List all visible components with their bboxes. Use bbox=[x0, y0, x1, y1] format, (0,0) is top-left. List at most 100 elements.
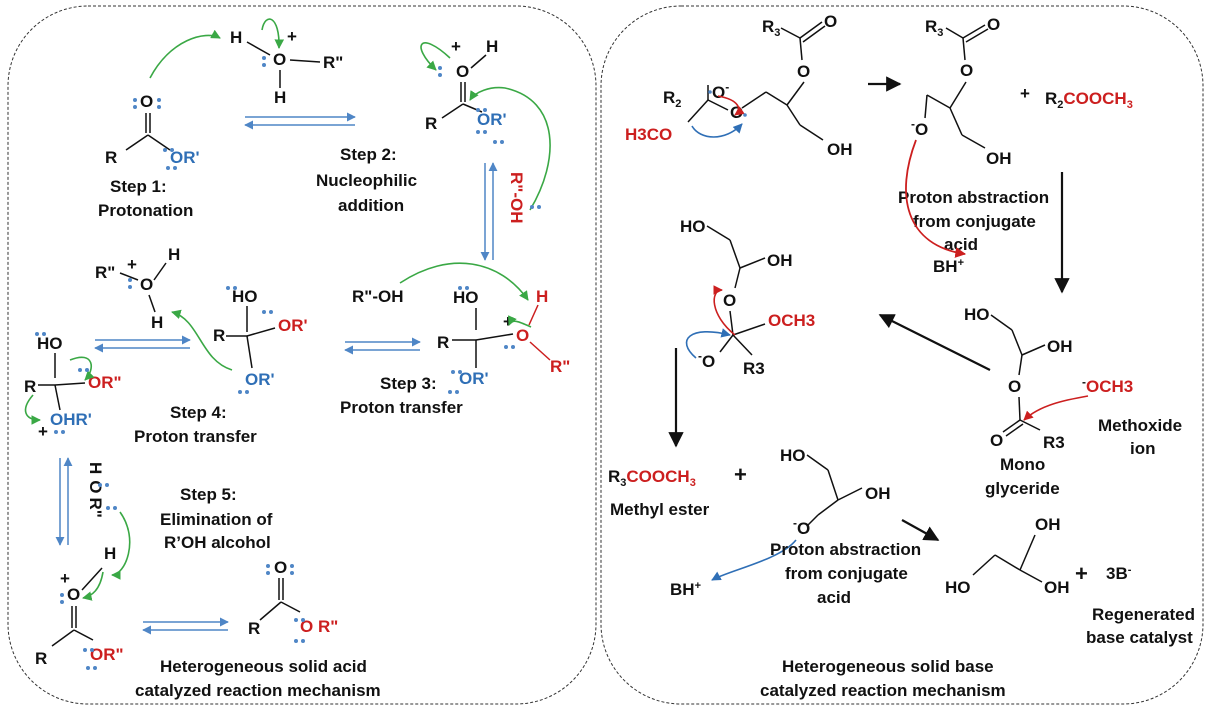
bt-o: O bbox=[723, 291, 736, 310]
base-tetrahedral: HO OH O OCH3 -O R3 bbox=[680, 217, 815, 378]
step5-line1: Elimination of bbox=[160, 510, 273, 529]
ga-ho: HO bbox=[780, 446, 806, 465]
green-arrow-4 bbox=[469, 86, 551, 211]
ti-or1: OR' bbox=[459, 369, 489, 388]
ti-o: O bbox=[516, 326, 529, 345]
methyl-ester-label: Methyl ester bbox=[610, 500, 710, 519]
bh-2: BH+ bbox=[670, 580, 701, 599]
hor-o: O bbox=[86, 480, 105, 493]
base-caption-line2: catalyzed reaction mechanism bbox=[760, 681, 1006, 700]
monoglyceride: HO OH O O R3 bbox=[964, 305, 1073, 452]
pa1-line1: Proton abstraction bbox=[898, 188, 1049, 207]
hydronium-plus: + bbox=[287, 27, 297, 46]
mg-o2: O bbox=[990, 431, 1003, 450]
step1-title: Step 1: bbox=[110, 177, 167, 196]
equilibrium-arrow-5 bbox=[55, 457, 73, 546]
step5-title: Step 5: bbox=[180, 485, 237, 504]
tib-or1b: OR' bbox=[245, 370, 275, 389]
fe-or: O R" bbox=[300, 617, 338, 636]
arrow-mg-to-ti bbox=[878, 314, 991, 371]
gl-oh-top: OH bbox=[1035, 515, 1061, 534]
tic-ho: HO bbox=[37, 334, 63, 353]
red-arrow-pa1 bbox=[905, 139, 967, 258]
step4-name: Proton transfer bbox=[134, 427, 257, 446]
dg-oh: OH bbox=[986, 149, 1012, 168]
methyl-ester-formula: R3COOCH3 bbox=[608, 467, 696, 489]
mg-o: O bbox=[1008, 377, 1021, 396]
pa2-line1: Proton abstraction bbox=[770, 540, 921, 559]
pe-o: O bbox=[456, 62, 469, 81]
green-arrow-11 bbox=[82, 571, 104, 601]
ester-carbonyl-o: O bbox=[140, 92, 153, 111]
mg-oh: OH bbox=[1047, 337, 1073, 356]
pp-plus: + bbox=[60, 569, 70, 588]
pa2-line3: acid bbox=[817, 588, 851, 607]
tic-r: R bbox=[24, 377, 36, 396]
pe-plus: + bbox=[451, 37, 461, 56]
ga-o-minus: -O bbox=[793, 516, 810, 538]
pp-r: R bbox=[35, 649, 47, 668]
tib-ho: HO bbox=[232, 287, 258, 306]
red-arrow-tg bbox=[717, 95, 745, 116]
pa1-line3: acid bbox=[944, 235, 978, 254]
mg-r3: R3 bbox=[1043, 433, 1065, 452]
green-arrow-8 bbox=[69, 356, 95, 381]
blue-arrow-tg bbox=[691, 123, 743, 138]
glycerol-anion: HO OH -O bbox=[780, 446, 891, 538]
ti-h: H bbox=[536, 287, 548, 306]
h2-o: O bbox=[140, 275, 153, 294]
hydronium-h-top: H bbox=[230, 28, 242, 47]
tg-h3co: H3CO bbox=[625, 125, 672, 144]
r2cooch3: R2COOCH3 bbox=[1045, 89, 1133, 111]
green-arrow-6 bbox=[508, 315, 532, 328]
tg-r3: R3 bbox=[762, 17, 780, 39]
ester-or1: OR' bbox=[170, 148, 200, 167]
ester-molecule: O R OR' bbox=[105, 92, 200, 167]
ti-r: R" bbox=[550, 357, 570, 376]
regen-line2: base catalyst bbox=[1086, 628, 1193, 647]
h2-h2: H bbox=[151, 313, 163, 332]
final-ester: O R O R" bbox=[248, 558, 338, 638]
tg-r2: R2 bbox=[663, 88, 681, 110]
step2-line1: Nucleophilic bbox=[316, 171, 417, 190]
r2oh-vertical: R"-OH bbox=[507, 172, 526, 224]
ga-oh: OH bbox=[865, 484, 891, 503]
step4-title: Step 4: bbox=[170, 403, 227, 422]
equilibrium-arrow-6 bbox=[142, 617, 229, 635]
plus-top: + bbox=[1020, 84, 1030, 103]
hydronium-h-bottom: H bbox=[274, 88, 286, 107]
green-arrow-9 bbox=[24, 394, 41, 425]
step3-title: Step 3: bbox=[380, 374, 437, 393]
mg-ho: HO bbox=[964, 305, 990, 324]
step5-line2: R’OH alcohol bbox=[164, 533, 271, 552]
tib-or1a: OR' bbox=[278, 316, 308, 335]
gl-oh-bottom: OH bbox=[1044, 578, 1070, 597]
hor-r: R" bbox=[86, 498, 105, 518]
tg-oh: OH bbox=[827, 140, 853, 159]
dg-o-ester: O bbox=[960, 61, 973, 80]
ti-rleft: R bbox=[437, 333, 449, 352]
plus-glycerol: + bbox=[1075, 561, 1088, 586]
green-arrow-3 bbox=[420, 42, 451, 71]
step2-line2: addition bbox=[338, 196, 404, 215]
step3-name: Proton transfer bbox=[340, 398, 463, 417]
green-arrow-2 bbox=[261, 18, 285, 49]
protonated-product: H + O R OR" bbox=[35, 544, 124, 668]
fe-o: O bbox=[274, 558, 287, 577]
base-lone-pairs bbox=[708, 90, 747, 117]
hydronium-ion: H + O R" H bbox=[230, 27, 343, 107]
step2-title: Step 2: bbox=[340, 145, 397, 164]
hydronium-o: O bbox=[273, 50, 286, 69]
tetrahedral-intermediate-a: HO H + O R" R OR' bbox=[437, 287, 570, 388]
pe-h: H bbox=[486, 37, 498, 56]
diglyceride-anion: R3 O O -O OH bbox=[911, 15, 1012, 168]
hor-h: H bbox=[86, 462, 105, 474]
pp-or2: OR" bbox=[90, 645, 124, 664]
tic-ohr1: OHR' bbox=[50, 410, 92, 429]
bt-ho: HO bbox=[680, 217, 706, 236]
step1-name: Protonation bbox=[98, 201, 193, 220]
green-arrow-10 bbox=[111, 511, 131, 580]
protonated-ester: + H O R OR' bbox=[425, 37, 507, 133]
hydronium-rpp: R" bbox=[323, 53, 343, 72]
